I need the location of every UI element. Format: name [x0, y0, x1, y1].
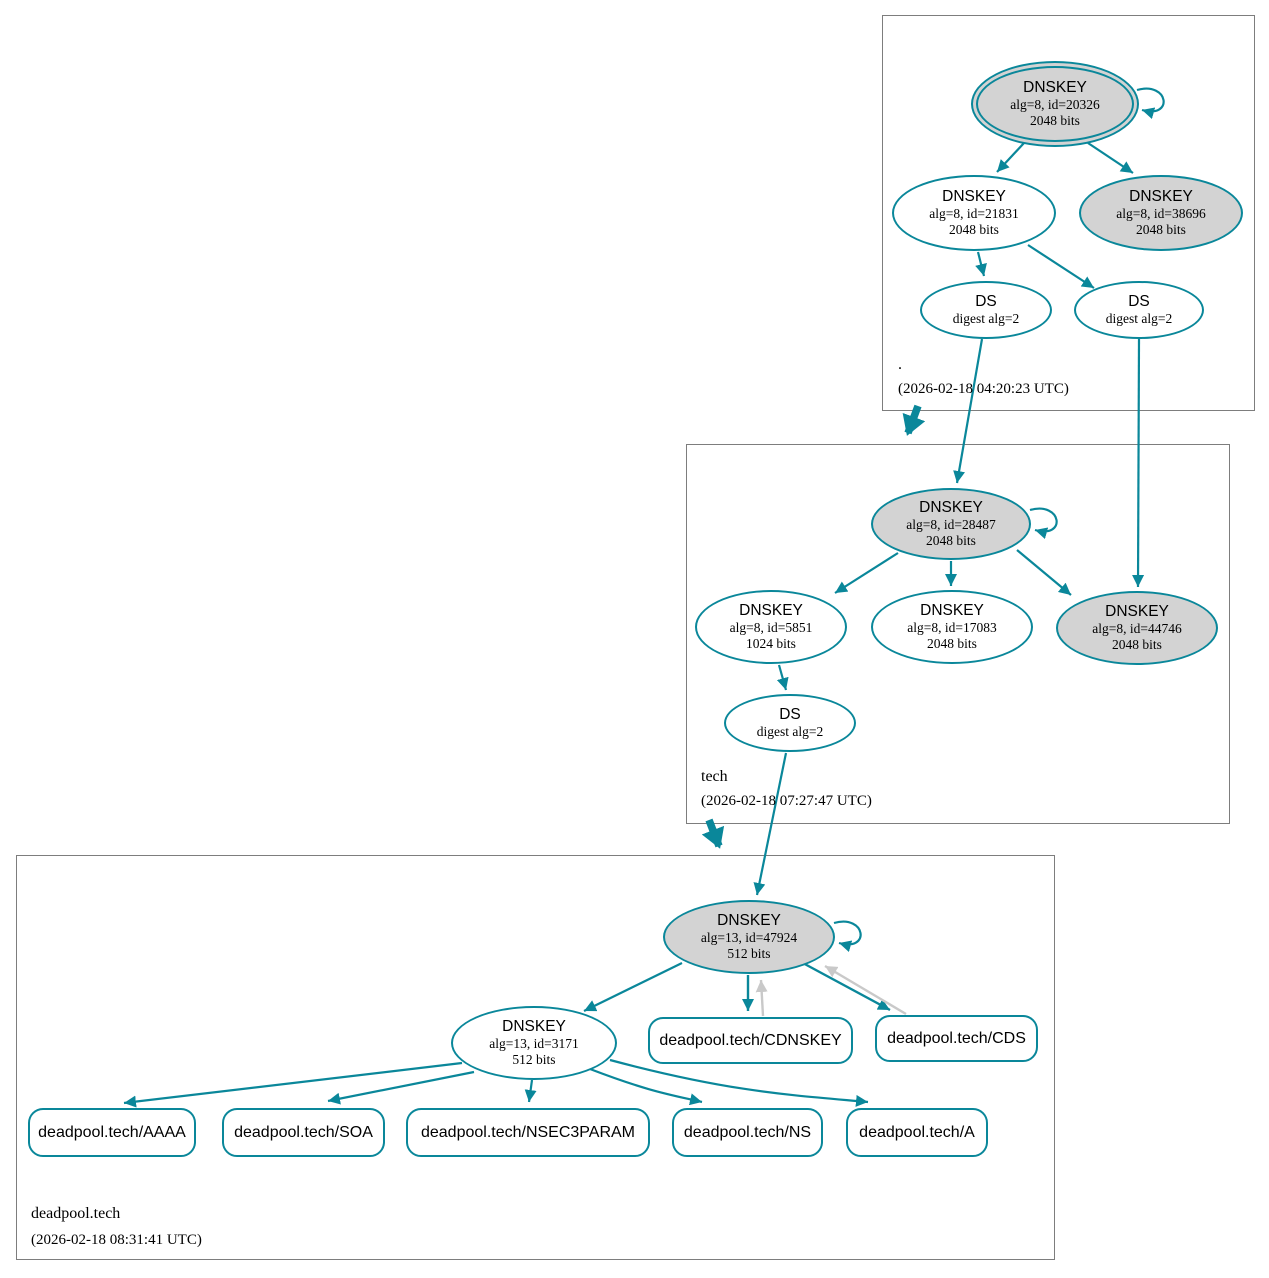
rrset-node-nsec3param: deadpool.tech/NSEC3PARAM: [406, 1108, 650, 1157]
dnskey-node-47924-ksk: DNSKEY alg=13, id=47924 512 bits: [663, 900, 835, 974]
node-title: DNSKEY: [919, 499, 983, 517]
zone-name-tech: tech: [701, 768, 728, 785]
zone-box-deadpool: [16, 855, 1055, 1260]
edge-delegation-root-tech: [902, 404, 926, 436]
edge-28487-44746: [1016, 549, 1072, 596]
edge-ds-left-28487: [953, 338, 984, 484]
node-digest: digest alg=2: [952, 310, 1020, 326]
edge-21831-ds-right: [1027, 244, 1095, 289]
node-title: DNSKEY: [920, 602, 984, 620]
edge-delegation-tech-deadpool: [701, 818, 725, 849]
edge-selfloop-47924: [833, 920, 862, 953]
node-title: DNSKEY: [717, 912, 781, 930]
node-title: DS: [975, 293, 997, 311]
zone-timestamp-tech: (2026-02-18 07:27:47 UTC): [701, 793, 872, 809]
edge-ds-right-44746: [1132, 338, 1145, 588]
edge-3171-ns: [589, 1067, 703, 1106]
edge-3171-aaaa: [123, 1061, 463, 1108]
node-alg: alg=8, id=17083: [907, 619, 997, 635]
rrset-node-cdnskey: deadpool.tech/CDNSKEY: [648, 1017, 853, 1064]
edge-3171-soa: [327, 1070, 475, 1105]
ds-node-root-left: DS digest alg=2: [920, 281, 1052, 339]
node-alg: alg=8, id=21831: [929, 205, 1019, 221]
node-digest: digest alg=2: [756, 723, 824, 739]
edge-5851-ds: [776, 664, 789, 691]
node-title: DNSKEY: [1023, 79, 1087, 97]
node-bits: 2048 bits: [1136, 221, 1186, 237]
node-bits: 2048 bits: [927, 635, 977, 651]
node-alg: alg=8, id=20326: [1010, 96, 1100, 112]
rrset-node-soa: deadpool.tech/SOA: [222, 1108, 385, 1157]
node-alg: alg=8, id=28487: [906, 516, 996, 532]
zone-box-root: [882, 15, 1255, 411]
dnskey-node-20326-ksk: DNSKEY alg=8, id=20326 2048 bits: [971, 61, 1139, 147]
zone-box-tech: [686, 444, 1230, 824]
dnskey-node-20326-inner: DNSKEY alg=8, id=20326 2048 bits: [976, 66, 1134, 142]
edge-ds-47924: [753, 752, 788, 896]
zone-name-deadpool: deadpool.tech: [31, 1205, 121, 1222]
rrset-node-ns: deadpool.tech/NS: [672, 1108, 823, 1157]
node-alg: alg=8, id=38696: [1116, 205, 1206, 221]
node-title: DNSKEY: [1105, 603, 1169, 621]
edge-selfloop-28487: [1029, 507, 1058, 540]
edge-selfloop-20326: [1136, 87, 1165, 120]
dnskey-node-3171: DNSKEY alg=13, id=3171 512 bits: [451, 1006, 617, 1080]
node-title: DNSKEY: [942, 188, 1006, 206]
rrset-node-aaaa: deadpool.tech/AAAA: [28, 1108, 196, 1157]
node-title: DS: [779, 706, 801, 724]
zone-name-root: .: [898, 356, 902, 373]
dnskey-node-44746: DNSKEY alg=8, id=44746 2048 bits: [1056, 591, 1218, 665]
edge-20326-38696: [1087, 142, 1134, 174]
node-title: DS: [1128, 293, 1150, 311]
node-title: DNSKEY: [1129, 188, 1193, 206]
dnskey-node-21831: DNSKEY alg=8, id=21831 2048 bits: [892, 175, 1056, 251]
node-digest: digest alg=2: [1105, 310, 1173, 326]
node-title: DNSKEY: [739, 602, 803, 620]
node-bits: 1024 bits: [746, 635, 796, 651]
edge-47924-cds: [800, 960, 891, 1012]
edge-21831-ds-left: [975, 251, 987, 277]
node-alg: alg=13, id=3171: [489, 1035, 579, 1051]
node-bits: 2048 bits: [949, 221, 999, 237]
edge-3171-a: [609, 1058, 869, 1107]
edge-47924-3171: [583, 962, 683, 1012]
dnskey-node-5851: DNSKEY alg=8, id=5851 1024 bits: [695, 590, 847, 664]
ds-node-tech: DS digest alg=2: [724, 694, 856, 752]
node-bits: 512 bits: [512, 1051, 556, 1067]
node-alg: alg=8, id=44746: [1092, 620, 1182, 636]
rrset-node-a: deadpool.tech/A: [846, 1108, 988, 1157]
node-bits: 2048 bits: [926, 532, 976, 548]
node-alg: alg=8, id=5851: [729, 619, 813, 635]
dnskey-node-17083: DNSKEY alg=8, id=17083 2048 bits: [871, 590, 1033, 664]
edge-cdnskey-47924: [755, 979, 768, 1017]
zone-timestamp-root: (2026-02-18 04:20:23 UTC): [898, 381, 1069, 397]
node-bits: 2048 bits: [1112, 636, 1162, 652]
node-bits: 512 bits: [727, 945, 771, 961]
edge-20326-21831: [996, 142, 1025, 173]
dnskey-node-38696: DNSKEY alg=8, id=38696 2048 bits: [1079, 175, 1243, 251]
edge-28487-5851: [834, 552, 899, 594]
edge-cds-47924: [824, 964, 907, 1016]
zone-timestamp-deadpool: (2026-02-18 08:31:41 UTC): [31, 1232, 202, 1248]
node-title: DNSKEY: [502, 1018, 566, 1036]
rrset-node-cds: deadpool.tech/CDS: [875, 1015, 1038, 1062]
node-bits: 2048 bits: [1030, 112, 1080, 128]
ds-node-root-right: DS digest alg=2: [1074, 281, 1204, 339]
node-alg: alg=13, id=47924: [700, 929, 798, 945]
edge-3171-nsec3param: [524, 1079, 537, 1103]
dnskey-node-28487-ksk: DNSKEY alg=8, id=28487 2048 bits: [871, 488, 1031, 560]
